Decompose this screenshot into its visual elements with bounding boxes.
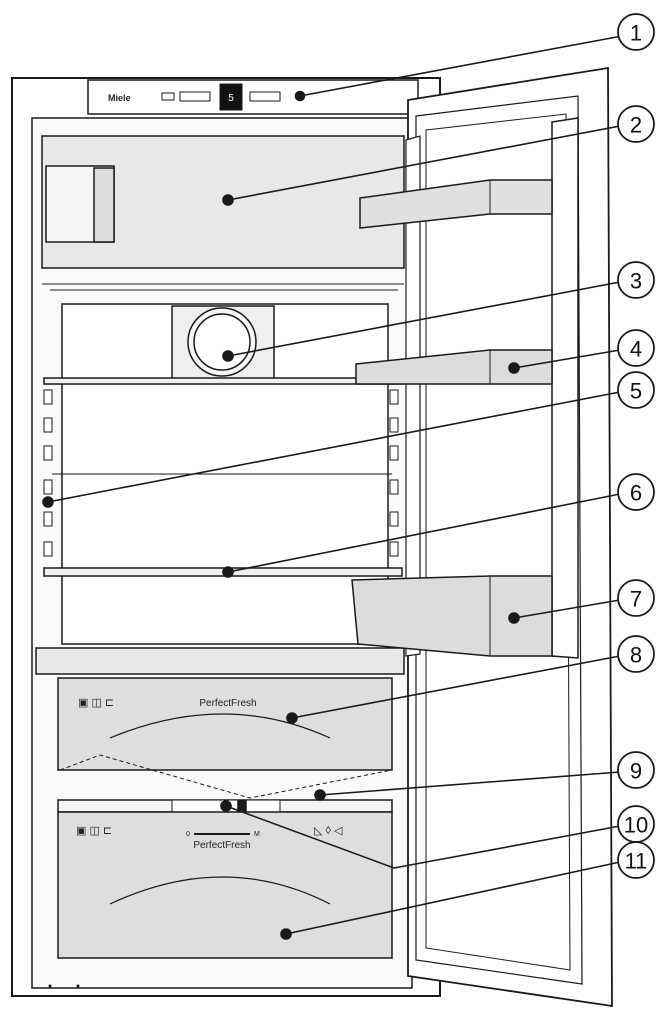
callout-8: 8: [617, 635, 655, 673]
callout-number: 4: [630, 337, 642, 362]
crisper-cover: [35, 647, 405, 675]
upper-drawer-icons: ▣ ◫ ⊏: [78, 697, 114, 709]
panel-display: [219, 83, 243, 111]
panel-button-left: [161, 92, 175, 101]
leader-3: [227, 281, 621, 357]
leader-dot-1: [294, 90, 306, 102]
lower-drawer-icons-left: ▣ ◫ ⊏: [76, 825, 112, 837]
leader-8: [291, 655, 621, 719]
leader-dot-11: [280, 928, 292, 940]
leader-dot-9: [314, 789, 326, 801]
leader-5: [47, 391, 621, 503]
fan-inner: [193, 313, 251, 371]
callout-number: 6: [630, 481, 642, 506]
drawers: PerfectFresh ▣ ◫ ⊏ PerfectFresh 0 M ▣ ◫ …: [57, 677, 393, 959]
callout-number: 5: [630, 379, 642, 404]
callout-10: 10: [617, 805, 655, 843]
leader-dot-2: [222, 194, 234, 206]
rail-left: [43, 479, 53, 495]
door-inner-frame: [415, 95, 583, 985]
shelf-rails-left: [43, 389, 53, 557]
leader-dot-10: [220, 800, 232, 812]
upper-drawer-curve: [109, 713, 331, 739]
rail-left: [43, 417, 53, 433]
control-panel: [87, 79, 419, 115]
callout-number: 1: [630, 21, 642, 46]
callout-9: 9: [617, 751, 655, 789]
lower-drawer-curve: [109, 876, 331, 905]
rail-left: [43, 541, 53, 557]
leader-4: [513, 349, 621, 369]
leader-2: [227, 125, 621, 201]
upper-drawer: [57, 677, 393, 771]
leader-1: [299, 35, 623, 97]
fridge-interior: [42, 283, 404, 645]
leader-6: [227, 493, 621, 573]
leader-10: [225, 805, 395, 869]
leader-dot-5: [42, 496, 54, 508]
callout-11: 11: [617, 841, 655, 879]
panel-button-group-2: [249, 91, 281, 102]
leader-dot-7: [508, 612, 520, 624]
lower-drawer-scale-left: 0: [186, 831, 190, 838]
rail-right: [389, 389, 399, 405]
callout-number: 3: [630, 269, 642, 294]
callout-2: 2: [617, 105, 655, 143]
rail-right: [389, 511, 399, 527]
leader-dot-3: [222, 350, 234, 362]
lower-drawer-icons-right: ◺ ◊ ◁: [314, 825, 343, 837]
callout-7: 7: [617, 579, 655, 617]
shelf-rails-right: [389, 389, 399, 557]
panel-button-group-1: [179, 91, 211, 102]
leader-11: [285, 861, 621, 935]
rail-left: [43, 389, 53, 405]
rail-right: [389, 479, 399, 495]
lower-drawer-label: PerfectFresh: [193, 840, 250, 851]
callout-6: 6: [617, 473, 655, 511]
callout-5: 5: [617, 371, 655, 409]
callout-number: 8: [630, 643, 642, 668]
door-gasket: [425, 113, 571, 971]
door-rail: [551, 117, 579, 659]
rail-left: [43, 511, 53, 527]
leader-dot-8: [286, 712, 298, 724]
leader-10b: [393, 825, 621, 869]
callout-number: 9: [630, 759, 642, 784]
door-rail-body: [551, 117, 579, 659]
callout-3: 3: [617, 261, 655, 299]
rail-right: [389, 541, 399, 557]
door-shelves: [351, 179, 553, 657]
foot-dot: [76, 984, 80, 988]
rail-right: [389, 445, 399, 461]
door-liner-edge: [405, 135, 421, 657]
lower-drawer-scale-right: M: [254, 831, 260, 838]
callout-number: 2: [630, 113, 642, 138]
callout-number: 10: [624, 813, 648, 838]
lower-drawer: [57, 811, 393, 959]
top-compartment-handle: [93, 167, 115, 243]
leader-dot-6: [222, 566, 234, 578]
foot-dot: [48, 984, 52, 988]
brand-logo: Miele: [108, 93, 131, 103]
rail-left: [43, 445, 53, 461]
leader-9: [319, 771, 621, 796]
callout-4: 4: [617, 329, 655, 367]
glass-shelf-upper: [43, 377, 403, 385]
humidity-slider-knob: [237, 800, 247, 812]
callouts: 1 2 3 4 5 6 7 8: [617, 13, 655, 879]
panel-display-text: 5: [228, 93, 234, 104]
rail-right: [389, 417, 399, 433]
callout-number: 11: [625, 849, 648, 874]
upper-drawer-label: PerfectFresh: [199, 698, 256, 709]
leader-dot-4: [508, 362, 520, 374]
leader-7: [513, 599, 621, 619]
callout-1: 1: [617, 13, 655, 51]
callout-number: 7: [630, 587, 642, 612]
upper-drawer-dashed: [59, 754, 393, 799]
leader-lines: [42, 35, 623, 940]
